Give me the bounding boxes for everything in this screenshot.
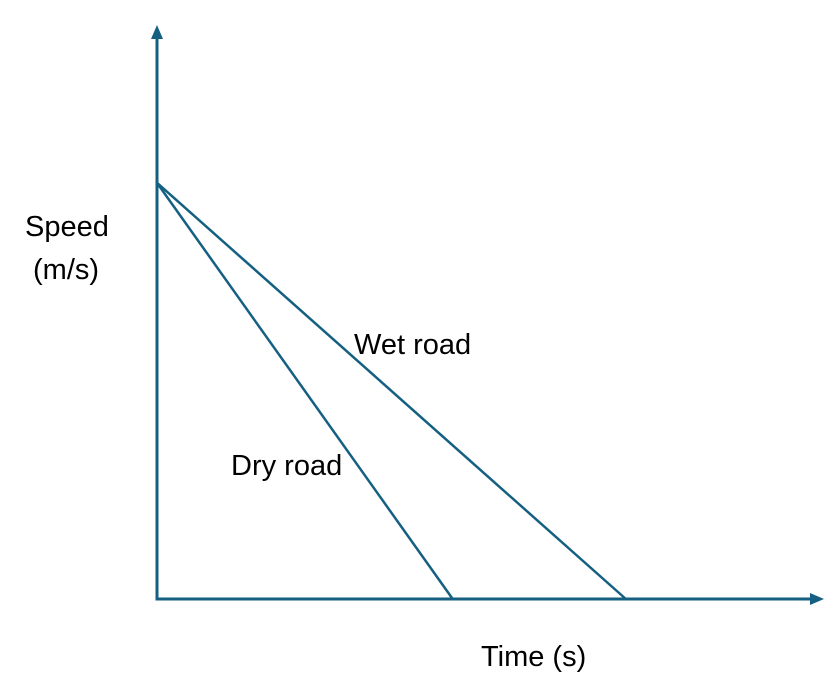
dry-road-line — [155, 182, 454, 600]
dry-road-label: Dry road — [231, 450, 343, 482]
y-axis-label-line1: Speed — [25, 211, 109, 243]
y-axis-arrow-icon — [151, 25, 163, 39]
x-axis-arrow-icon — [810, 593, 824, 605]
wet-road-line — [156, 181, 627, 600]
wet-road-label: Wet road — [354, 329, 472, 361]
x-axis-label: Time (s) — [481, 641, 587, 673]
y-axis-label-line2: (m/s) — [33, 254, 100, 286]
